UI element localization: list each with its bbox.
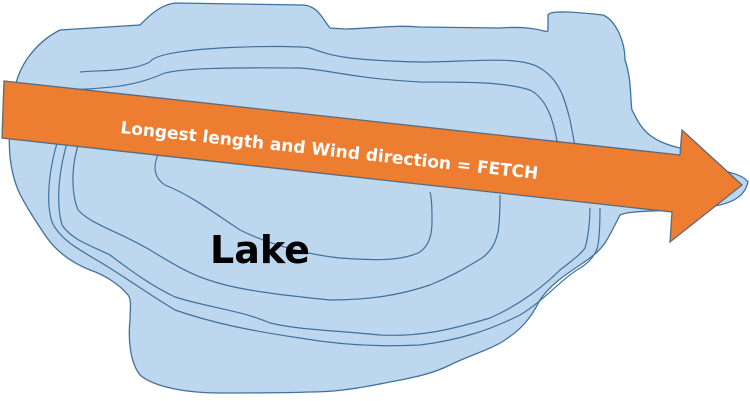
lake-shape [8,2,749,394]
contour-lines [48,45,601,347]
lake-label: Lake [210,228,310,272]
